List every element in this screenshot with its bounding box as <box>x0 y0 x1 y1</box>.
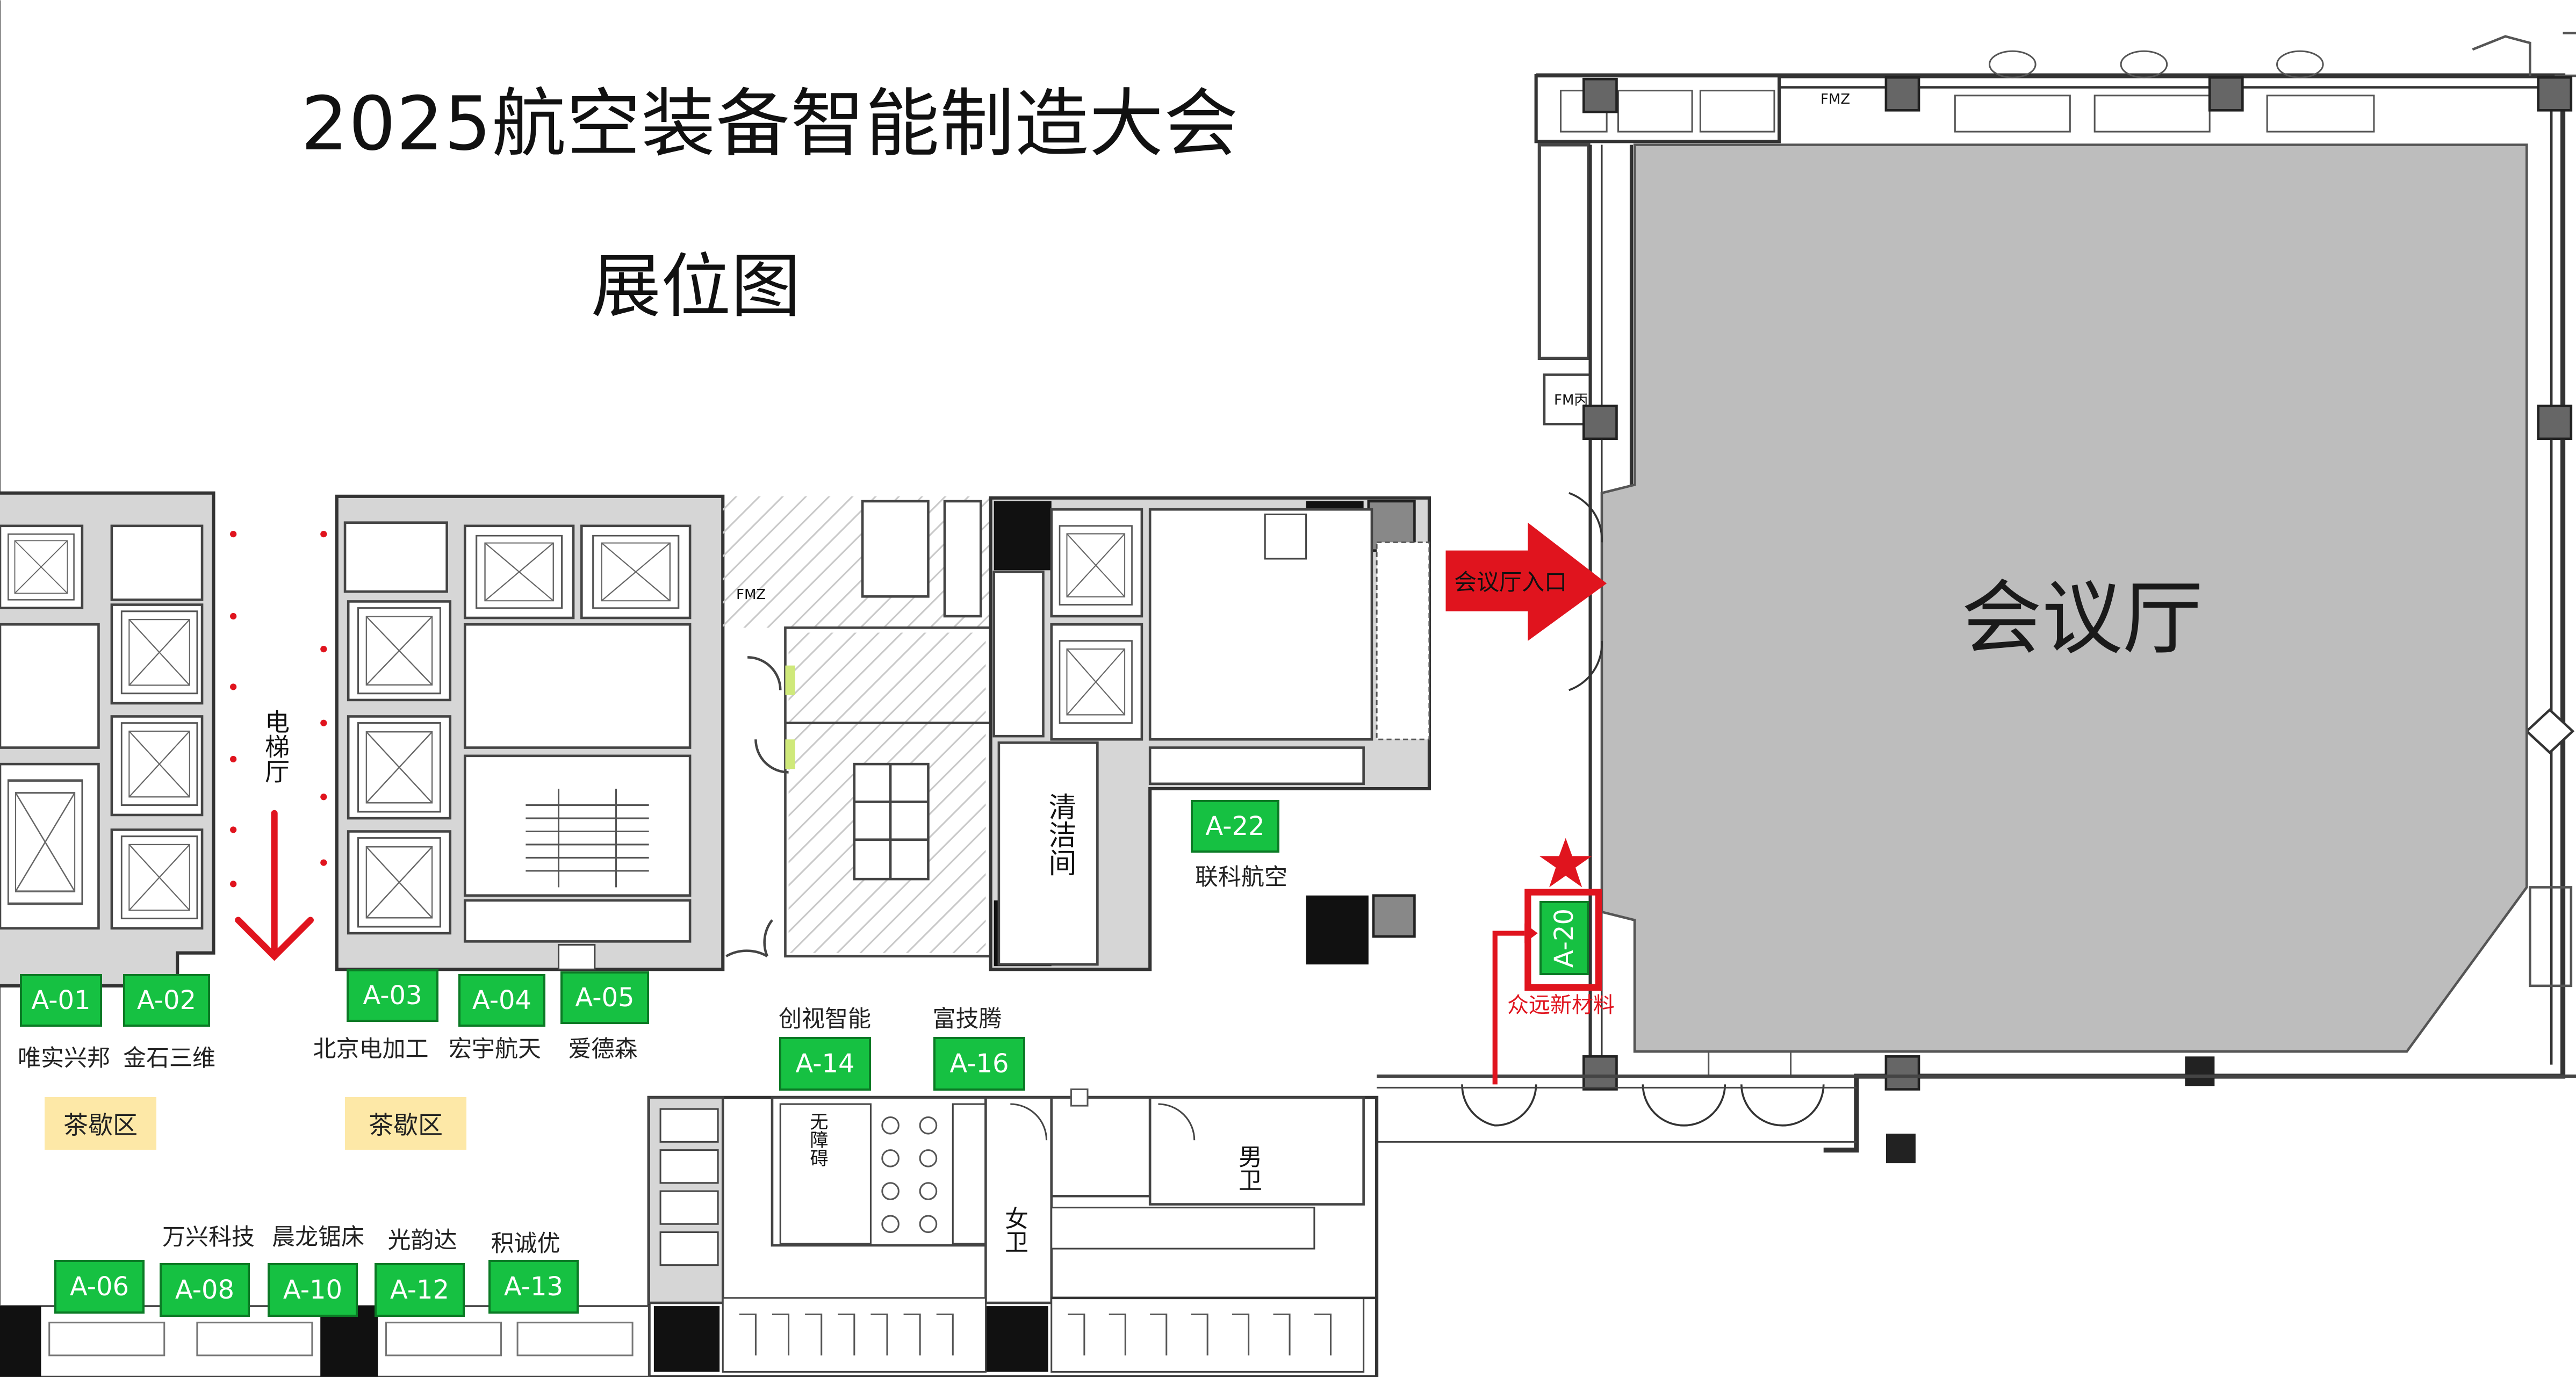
hall-entrance-arrow <box>1445 522 1607 641</box>
booth-a02[interactable]: A-02 <box>123 974 210 1027</box>
hall-walls <box>1534 32 2576 1164</box>
fmz-label-2: FMZ <box>1821 91 1851 107</box>
cleaning-room-label: 清洁间 <box>1044 792 1076 876</box>
page-subtitle: 展位图 <box>591 246 801 327</box>
booth-a04[interactable]: A-04 <box>458 974 545 1027</box>
company-a02: 金石三维 <box>123 1045 215 1072</box>
accessible-restroom-label: 无障碍 <box>807 1112 828 1167</box>
mens-restroom-label: 男卫 <box>1234 1144 1262 1192</box>
page-title: 2025航空装备智能制造大会 <box>301 81 1239 167</box>
elevator-lobby-label: 电梯厅 <box>261 709 290 783</box>
booth-a05[interactable]: A-05 <box>560 971 649 1024</box>
company-a14: 创视智能 <box>779 1006 871 1033</box>
tea-area-1: 茶歇区 <box>45 1097 156 1150</box>
womens-restroom-label: 女卫 <box>1001 1206 1028 1253</box>
company-a01: 唯实兴邦 <box>18 1045 110 1072</box>
right-service-block <box>989 496 1431 971</box>
bottom-left-strip <box>0 1305 650 1377</box>
booth-a03[interactable]: A-03 <box>347 969 438 1022</box>
booth-a12[interactable]: A-12 <box>375 1263 465 1317</box>
company-a20: 众远新材料 <box>1507 993 1615 1018</box>
company-a13: 积诚优 <box>491 1230 560 1257</box>
booth-a14[interactable]: A-14 <box>779 1037 871 1091</box>
left-elevator-block <box>0 491 215 987</box>
hall-label: 会议厅 <box>1961 572 2204 666</box>
company-a03: 北京电加工 <box>313 1036 429 1063</box>
booth-a13[interactable]: A-13 <box>488 1260 579 1314</box>
down-arrow <box>235 810 314 961</box>
company-a16: 富技腾 <box>932 1006 1002 1033</box>
booth-a16[interactable]: A-16 <box>933 1037 1025 1091</box>
booth-a06[interactable]: A-06 <box>54 1260 145 1314</box>
company-a10: 晨龙锯床 <box>272 1224 364 1251</box>
company-a12: 光韵达 <box>387 1227 457 1254</box>
booth-a01[interactable]: A-01 <box>20 974 102 1027</box>
a20-highlight <box>1492 838 1602 1085</box>
booth-a20-label: A-20 <box>1549 908 1579 968</box>
booth-a22[interactable]: A-22 <box>1191 800 1279 853</box>
booth-a20[interactable]: A-20 <box>1539 901 1589 975</box>
hall-floor <box>1600 143 2528 1053</box>
booth-a08[interactable]: A-08 <box>160 1263 250 1317</box>
company-a08: 万兴科技 <box>162 1224 255 1251</box>
restroom-block <box>647 1088 1379 1377</box>
company-a05: 爱德森 <box>568 1036 638 1063</box>
company-a04: 宏宇航天 <box>449 1036 541 1063</box>
company-a22: 联科航空 <box>1195 864 1287 891</box>
booth-a10[interactable]: A-10 <box>268 1263 358 1317</box>
hall-entrance-label: 会议厅入口 <box>1454 569 1567 595</box>
fmz-label-3: FM丙 <box>1554 392 1588 408</box>
lobby-dots <box>230 530 327 888</box>
tea-area-2: 茶歇区 <box>345 1097 466 1150</box>
middle-elevator-block <box>335 494 725 971</box>
fmz-label-1: FMZ <box>736 587 766 603</box>
